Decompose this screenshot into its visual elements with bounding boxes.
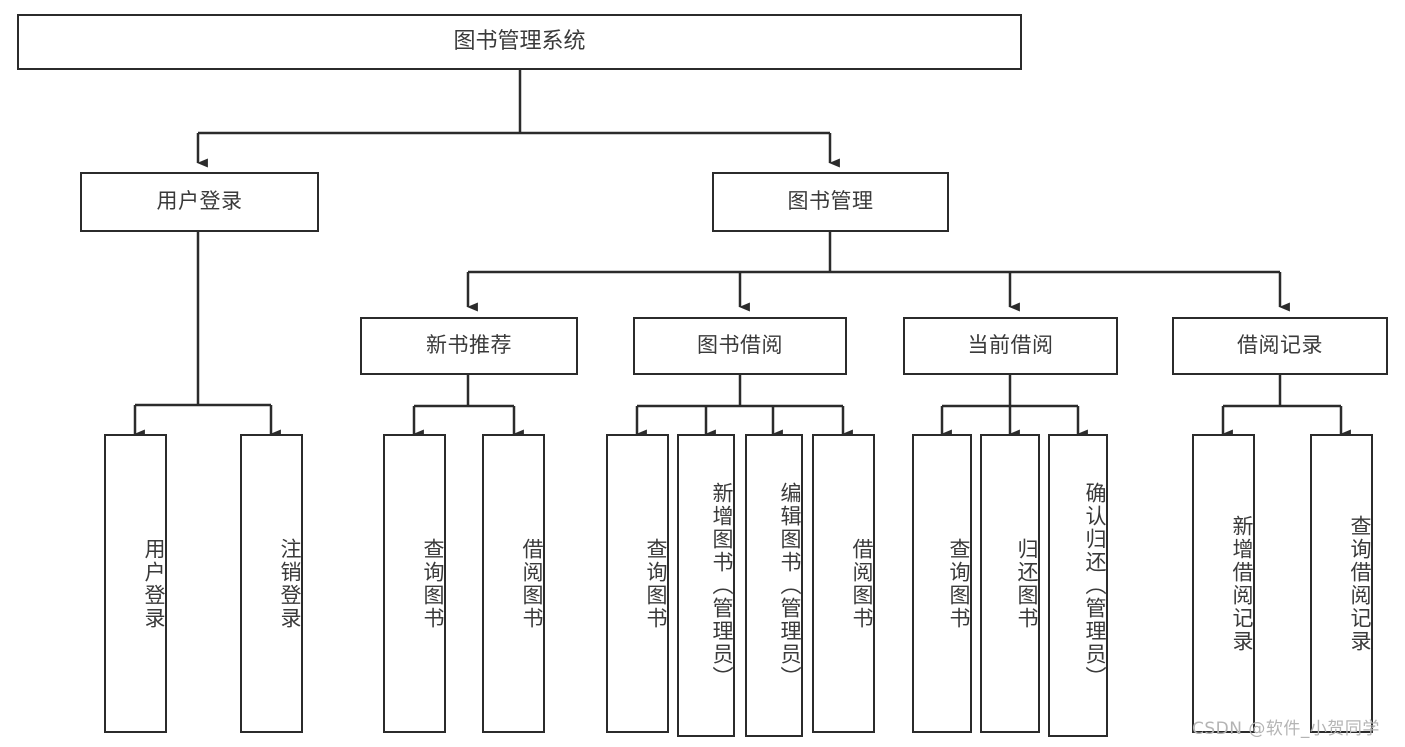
node-leaf-query-book-a[interactable]: 查询图书 bbox=[383, 434, 446, 733]
node-leaf-user-login[interactable]: 用户登录 bbox=[104, 434, 167, 733]
csdn-watermark: CSDN @软件_小贺同学 bbox=[1192, 719, 1380, 739]
node-current-borrow-label: 当前借阅 bbox=[967, 333, 1054, 358]
node-leaf-add-book-label: 新增图书（管理员） bbox=[710, 482, 734, 689]
node-current-borrow[interactable]: 当前借阅 bbox=[903, 317, 1118, 375]
node-leaf-user-login-label: 用户登录 bbox=[142, 537, 166, 630]
node-leaf-return-book-label: 归还图书 bbox=[1015, 537, 1039, 630]
node-book-manage-label: 图书管理 bbox=[787, 189, 874, 214]
node-leaf-edit-book[interactable]: 编辑图书（管理员） bbox=[745, 434, 803, 737]
node-leaf-edit-book-label: 编辑图书（管理员） bbox=[778, 482, 802, 689]
node-root-label: 图书管理系统 bbox=[453, 28, 586, 54]
node-leaf-confirm-return-label: 确认归还（管理员） bbox=[1083, 482, 1107, 689]
node-leaf-query-book-c[interactable]: 查询图书 bbox=[912, 434, 972, 733]
node-leaf-add-record-label: 新增借阅记录 bbox=[1230, 514, 1254, 653]
node-leaf-return-book[interactable]: 归还图书 bbox=[980, 434, 1040, 733]
node-leaf-borrow-book-a[interactable]: 借阅图书 bbox=[482, 434, 545, 733]
node-leaf-logout-label: 注销登录 bbox=[278, 537, 302, 630]
node-leaf-borrow-book-b-label: 借阅图书 bbox=[850, 537, 874, 630]
node-leaf-query-book-b[interactable]: 查询图书 bbox=[606, 434, 669, 733]
node-new-book-recommend[interactable]: 新书推荐 bbox=[360, 317, 578, 375]
node-leaf-borrow-book-a-label: 借阅图书 bbox=[520, 537, 544, 630]
node-leaf-query-record-label: 查询借阅记录 bbox=[1348, 514, 1372, 653]
node-borrow-record-label: 借阅记录 bbox=[1237, 333, 1323, 358]
node-new-book-recommend-label: 新书推荐 bbox=[426, 333, 512, 358]
node-user-login[interactable]: 用户登录 bbox=[80, 172, 319, 232]
node-book-manage[interactable]: 图书管理 bbox=[712, 172, 949, 232]
node-leaf-query-book-c-label: 查询图书 bbox=[947, 537, 971, 630]
node-book-borrow-label: 图书借阅 bbox=[697, 333, 783, 358]
node-leaf-query-book-b-label: 查询图书 bbox=[644, 537, 668, 630]
node-leaf-logout[interactable]: 注销登录 bbox=[240, 434, 303, 733]
node-leaf-query-book-a-label: 查询图书 bbox=[421, 537, 445, 630]
node-book-borrow[interactable]: 图书借阅 bbox=[633, 317, 847, 375]
node-leaf-confirm-return[interactable]: 确认归还（管理员） bbox=[1048, 434, 1108, 737]
node-leaf-query-record[interactable]: 查询借阅记录 bbox=[1310, 434, 1373, 733]
node-root[interactable]: 图书管理系统 bbox=[17, 14, 1022, 70]
node-leaf-add-record[interactable]: 新增借阅记录 bbox=[1192, 434, 1255, 733]
node-user-login-label: 用户登录 bbox=[156, 189, 243, 214]
node-borrow-record[interactable]: 借阅记录 bbox=[1172, 317, 1388, 375]
node-leaf-add-book[interactable]: 新增图书（管理员） bbox=[677, 434, 735, 737]
node-leaf-borrow-book-b[interactable]: 借阅图书 bbox=[812, 434, 875, 733]
